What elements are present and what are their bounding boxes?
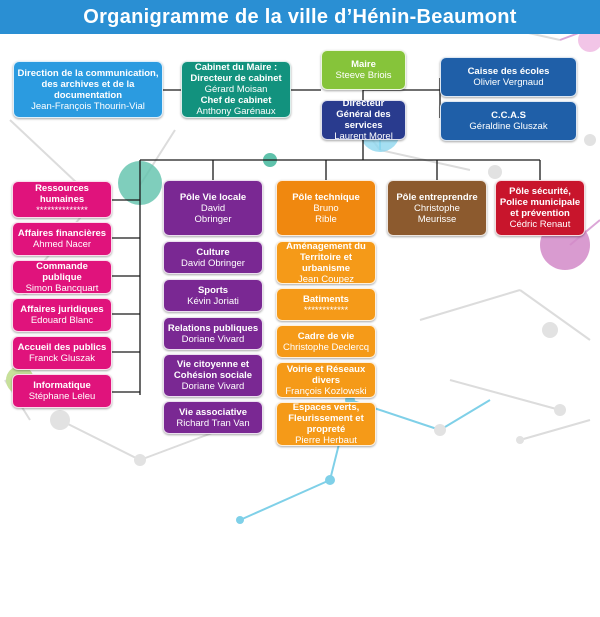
sub-name: Doriane Vivard: [181, 381, 245, 392]
maire-name: Steeve Briois: [335, 70, 392, 81]
sub-name: Jean Coupez: [298, 273, 354, 285]
support-name: Stéphane Leleu: [28, 391, 96, 402]
support-title: Informatique: [33, 380, 91, 391]
tech-sub-cadre: Cadre de vie Christophe Declercq: [276, 325, 376, 358]
vie-sub-citoyenne: Vie citoyenne et Cohésion sociale Dorian…: [163, 354, 263, 397]
sub-name: David Obringer: [181, 257, 245, 269]
pole-title: Pôle sécurité, Police municipale et prév…: [499, 186, 581, 219]
sub-title: Batiments: [303, 293, 349, 305]
sub-name: François Kozlowski: [285, 385, 367, 397]
support-box-juridiques: Affaires juridiques Edouard Blanc: [12, 298, 112, 332]
pole-name: Christophe: [414, 202, 460, 214]
support-title: Commande publique: [36, 260, 88, 283]
ccas-title: C.C.A.S: [491, 110, 526, 121]
sub-name: ************: [303, 304, 349, 316]
vie-sub-sports: Sports Kévin Joriati: [163, 279, 263, 312]
pole-name: Meurisse: [417, 213, 457, 225]
cabinet-director-name: Gérard Moisan: [204, 84, 268, 95]
communication-name: Jean-François Thourin-Vial: [31, 100, 145, 112]
support-name: **************: [36, 205, 88, 216]
pole-name: Rible: [315, 213, 337, 225]
pole-title: Pôle entreprendre: [396, 191, 478, 203]
dgs-title: Directeur Général des services: [336, 98, 391, 131]
support-title: Affaires juridiques: [20, 304, 104, 315]
support-box-informatique: Informatique Stéphane Leleu: [12, 374, 112, 408]
sub-name: Christophe Declercq: [282, 341, 370, 353]
sub-name: Doriane Vivard: [181, 333, 245, 345]
sub-name: Richard Tran Van: [176, 417, 250, 429]
chef-cabinet-title: Chef de cabinet: [200, 95, 272, 106]
pole-name: Cédric Renaut: [509, 219, 571, 230]
vie-sub-associative: Vie associative Richard Tran Van: [163, 401, 263, 434]
cabinet-box: Cabinet du Maire : Directeur de cabinet …: [181, 61, 291, 118]
support-name: Ahmed Nacer: [32, 239, 92, 250]
communication-box: Direction de la communication, des archi…: [13, 61, 163, 118]
vie-sub-relations: Relations publiques Doriane Vivard: [163, 317, 263, 350]
support-name: Edouard Blanc: [30, 315, 94, 326]
dgs-box: Directeur Général des services Laurent M…: [321, 98, 406, 142]
caisse-title: Caisse des écoles: [467, 66, 550, 77]
tech-sub-voirie: Voirie et Réseaux divers François Kozlow…: [276, 362, 376, 398]
support-box-accueil: Accueil des publics Franck Gluszak: [12, 336, 112, 370]
sub-name: Kévin Joriati: [187, 295, 239, 307]
maire-title: Maire: [351, 59, 376, 70]
tech-sub-amenagement: Aménagement du Territoire et urbanisme J…: [276, 240, 376, 285]
pole-title: Pôle Vie locale: [179, 191, 247, 203]
communication-title: Direction de la communication, des archi…: [17, 67, 159, 101]
pole-vie-locale: Pôle Vie locale David Obringer: [163, 180, 263, 236]
sub-title: Culture: [196, 246, 230, 258]
support-name: Franck Gluszak: [29, 353, 95, 364]
pole-entreprendre: Pôle entreprendre Christophe Meurisse: [387, 180, 487, 236]
support-title: Affaires financières: [17, 228, 107, 239]
pole-name: David: [200, 202, 226, 214]
page-title: Organigramme de la ville d’Hénin-Beaumon…: [0, 0, 600, 34]
tech-sub-batiments: Batiments ************: [276, 288, 376, 321]
support-box-finances: Affaires financières Ahmed Nacer: [12, 222, 112, 256]
pole-securite: Pôle sécurité, Police municipale et prév…: [495, 180, 585, 236]
dgs-name: Laurent Morel: [334, 131, 393, 142]
caisse-box: Caisse des écoles Olivier Vergnaud: [440, 57, 577, 97]
chef-cabinet-name: Anthony Garénaux: [196, 106, 276, 117]
sub-title: Relations publiques: [167, 322, 259, 334]
cabinet-title: Cabinet du Maire : Directeur de cabinet: [190, 62, 282, 84]
sub-title: Cadre de vie: [297, 330, 355, 342]
vie-sub-culture: Culture David Obringer: [163, 241, 263, 274]
pole-name: Obringer: [194, 213, 232, 225]
tech-sub-espaces-verts: Espaces verts, Fleurissement et propreté…: [276, 402, 376, 446]
sub-title: Aménagement du Territoire et urbanisme: [286, 240, 366, 274]
pole-title: Pôle technique: [292, 191, 360, 203]
sub-title: Voirie et Réseaux divers: [286, 363, 366, 386]
ccas-box: C.C.A.S Géraldine Gluszak: [440, 101, 577, 141]
support-box-commande: Commande publique Simon Bancquart: [12, 260, 112, 294]
sub-title: Espaces verts, Fleurissement et propreté: [288, 402, 364, 435]
sub-name: Pierre Herbaut: [295, 435, 357, 446]
support-name: Simon Bancquart: [25, 282, 99, 294]
caisse-name: Olivier Vergnaud: [473, 77, 544, 88]
maire-box: Maire Steeve Briois: [321, 50, 406, 90]
support-title: Ressources humaines: [35, 183, 89, 205]
sub-title: Sports: [197, 284, 229, 296]
pole-technique: Pôle technique Bruno Rible: [276, 180, 376, 236]
ccas-name: Géraldine Gluszak: [469, 121, 548, 132]
sub-title: Vie associative: [179, 406, 247, 418]
pole-name: Bruno: [313, 202, 339, 214]
support-title: Accueil des publics: [17, 342, 107, 353]
sub-title: Vie citoyenne et Cohésion sociale: [173, 359, 253, 381]
support-box-rh: Ressources humaines **************: [12, 181, 112, 218]
